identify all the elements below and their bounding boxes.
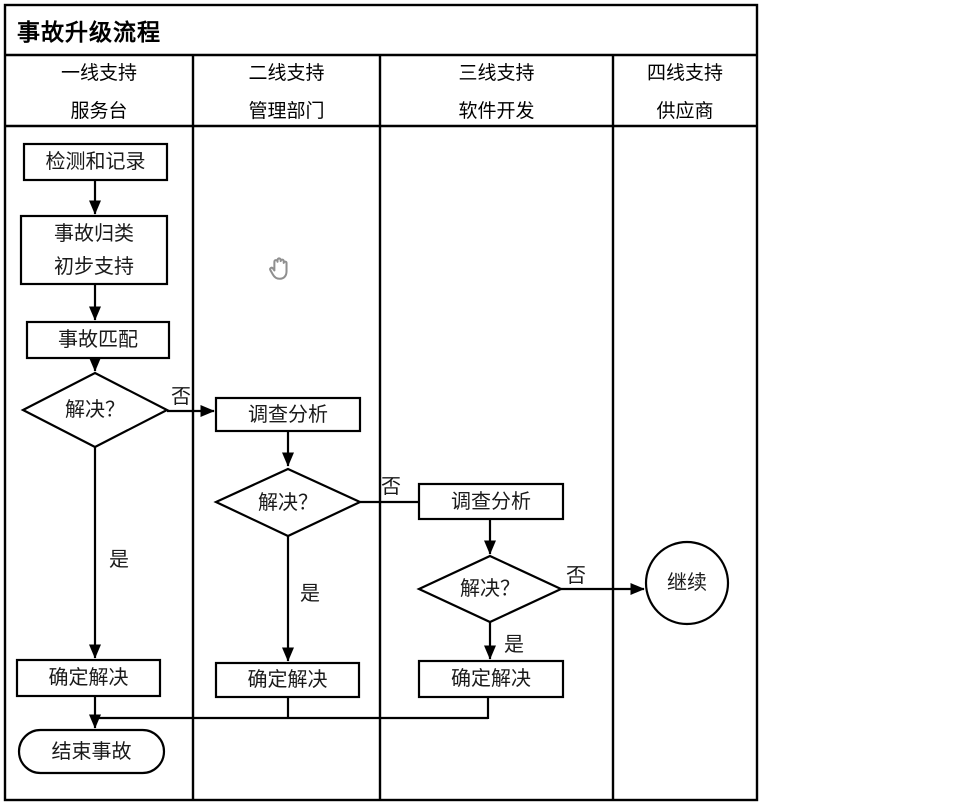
node-decision2-label: 解决？ [258,491,318,514]
lane3-role-label: 三线支持 [458,63,535,84]
node-classify-line2: 初步支持 [54,255,134,278]
edge-label-decision3-yes: 是 [504,634,524,656]
lane2-dept-label: 管理部门 [248,101,325,122]
node-classify-label: 事故归类 初步支持 [21,216,167,284]
node-decision1-label: 解决？ [65,399,125,421]
decision-diamond-1 [20,371,170,449]
lane-header-tier3: 三线支持 软件开发 [381,57,612,124]
process-box-confirm1 [15,658,162,698]
flow-shapes [15,142,730,775]
lane2-role-label: 二线支持 [248,63,325,84]
process-box-match [25,320,171,360]
node-confirm3-label: 确定解决 [451,668,531,690]
page-title: 事故升级流程 [17,20,161,45]
decision-diamond-2 [213,467,363,538]
process-box-detect-record [22,142,169,182]
node-match-label: 事故匹配 [58,329,138,351]
circle-node-continue [644,540,730,626]
edge-label-decision2-no: 否 [381,476,401,498]
node-continue-label: 继续 [667,572,707,594]
node-detect-record-label: 检测和记录 [45,151,146,173]
node-investigate2-label: 调查分析 [248,403,328,426]
lane-header-tier2: 二线支持 管理部门 [194,57,379,124]
node-classify-line1: 事故归类 [54,222,134,245]
grab-hand-cursor-icon [269,257,288,280]
lane4-role-label: 四线支持 [646,63,723,84]
process-box-investigate3 [417,482,565,521]
lane-header-tier1: 一线支持 服务台 [7,57,191,124]
flow-connectors [88,180,645,729]
edge-label-decision2-yes: 是 [300,583,320,605]
process-box-confirm2 [214,661,361,699]
edge-label-decision3-no: 否 [566,565,586,587]
process-box-investigate2 [214,396,362,433]
lane-header-tier4: 四线支持 供应商 [614,57,756,124]
node-decision3-label: 解决？ [460,578,520,600]
decision-diamond-3 [416,554,564,624]
lane4-dept-label: 供应商 [656,101,714,122]
edge-label-decision1-yes: 是 [109,549,129,571]
node-end-label: 结束事故 [51,740,132,763]
terminator-end [17,728,166,775]
swimlane-grid [3,3,759,802]
edge-label-decision1-no: 否 [171,386,191,408]
node-confirm1-label: 确定解决 [48,667,129,689]
node-confirm2-label: 确定解决 [247,669,328,691]
node-investigate3-label: 调查分析 [451,490,531,513]
lane3-dept-label: 软件开发 [458,101,535,122]
process-box-confirm3 [417,659,565,699]
process-box-classify [19,214,169,286]
lane1-role-label: 一线支持 [60,63,137,84]
lane1-dept-label: 服务台 [70,101,128,122]
